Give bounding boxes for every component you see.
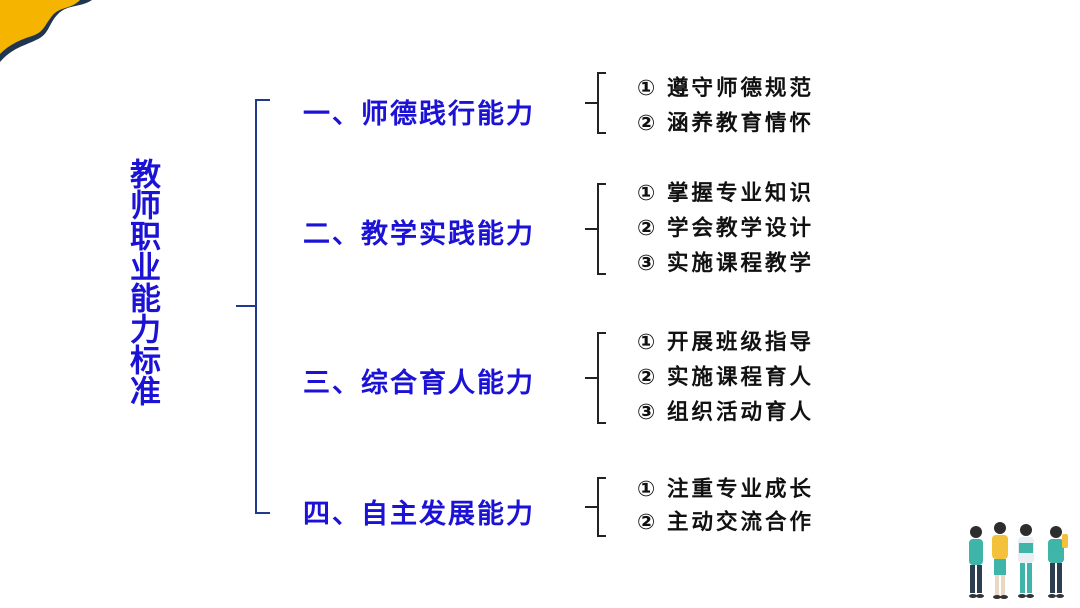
item-text: 涵养教育情怀 (667, 111, 815, 136)
item-text: 主动交流合作 (667, 510, 815, 535)
sub-item: ③ 实施课程教学 (637, 251, 814, 277)
sub-item: ② 主动交流合作 (637, 510, 814, 536)
sub-item: ① 注重专业成长 (637, 477, 814, 503)
item-number: ③ (637, 251, 659, 276)
sub-item: ② 实施课程育人 (637, 365, 814, 391)
sub-item: ① 开展班级指导 (637, 330, 814, 356)
item-text: 学会教学设计 (667, 216, 815, 241)
item-number: ① (637, 76, 659, 101)
bracket-group-4 (597, 477, 606, 537)
item-text: 开展班级指导 (667, 330, 815, 355)
item-number: ① (637, 330, 659, 355)
sub-item: ① 掌握专业知识 (637, 181, 814, 207)
item-text: 实施课程教学 (667, 251, 815, 276)
root-bracket (255, 99, 270, 514)
item-number: ② (637, 510, 659, 535)
item-number: ③ (637, 400, 659, 425)
item-text: 掌握专业知识 (667, 181, 815, 206)
corner-decoration (0, 0, 92, 62)
item-number: ② (637, 365, 659, 390)
people-illustration (969, 522, 1068, 599)
item-text: 组织活动育人 (667, 400, 815, 425)
category-label-3: 三、综合育人能力 (303, 368, 535, 399)
bracket-group-3 (597, 332, 606, 424)
root-title: 教师职业能力标准 (124, 158, 160, 406)
person-figure (969, 526, 984, 598)
category-label-2: 二、教学实践能力 (303, 219, 535, 250)
sub-item: ③ 组织活动育人 (637, 400, 814, 426)
category-label-4: 四、自主发展能力 (303, 499, 535, 530)
person-figure (1048, 526, 1068, 598)
item-text: 遵守师德规范 (667, 76, 815, 101)
item-number: ① (637, 477, 659, 502)
item-text: 实施课程育人 (667, 365, 815, 390)
sub-item: ② 学会教学设计 (637, 216, 814, 242)
item-number: ② (637, 216, 659, 241)
bracket-group-2 (597, 183, 606, 275)
person-figure (992, 522, 1008, 599)
bracket-group-1 (597, 72, 606, 134)
item-number: ② (637, 111, 659, 136)
sub-item: ① 遵守师德规范 (637, 76, 814, 102)
sub-item: ② 涵养教育情怀 (637, 111, 814, 137)
corner-yellow-shape (0, 0, 80, 54)
item-text: 注重专业成长 (667, 477, 815, 502)
item-number: ① (637, 181, 659, 206)
person-figure (1018, 524, 1034, 598)
category-label-1: 一、师德践行能力 (303, 99, 535, 130)
